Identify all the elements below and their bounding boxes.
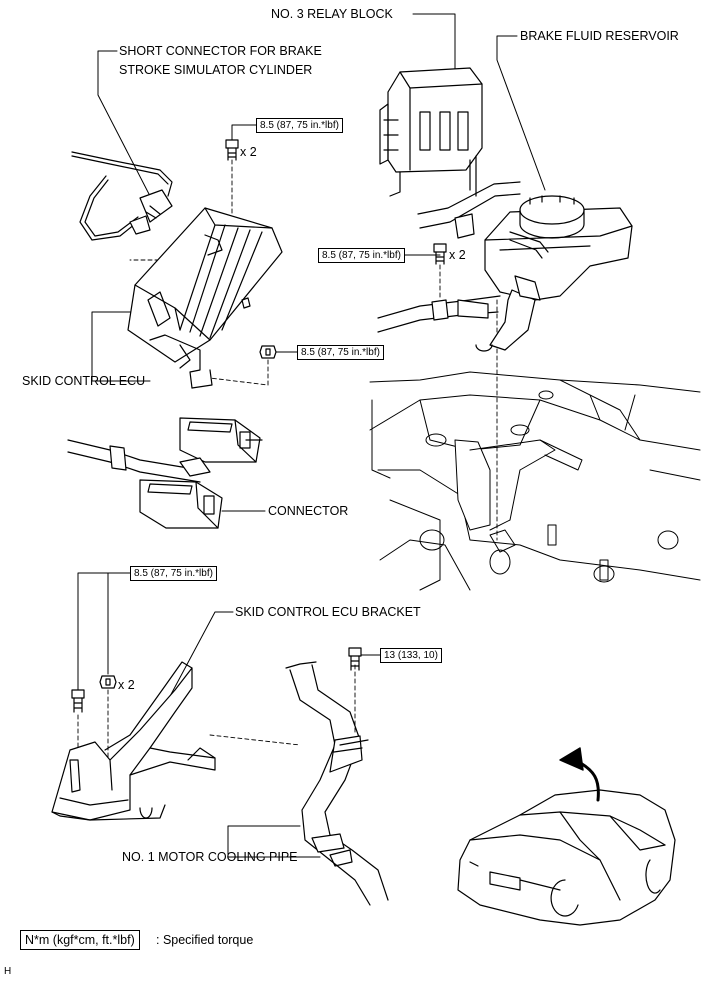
- reservoir-bolt-drawing: [433, 243, 447, 265]
- brake-fluid-reservoir-drawing: [484, 195, 633, 301]
- legend-description: : Specified torque: [156, 933, 254, 947]
- legend-unit-box: N*m (kgf*cm, ft.*lbf): [20, 930, 140, 950]
- skid-control-ecu-label: SKID CONTROL ECU: [22, 374, 146, 388]
- brake-fluid-reservoir-label: BRAKE FLUID RESERVOIR: [520, 29, 679, 43]
- skid-control-ecu-drawing: [127, 207, 283, 389]
- cooling-pipe-bolt-drawing: [348, 647, 362, 671]
- bracket-nut-drawing: [99, 675, 117, 689]
- torque-spec-cooling-pipe-bolt: 13 (133, 10): [380, 648, 442, 663]
- ecu-bracket-drawing: [51, 661, 216, 821]
- motor-cooling-pipe-drawing: [285, 661, 389, 906]
- connector-label: CONNECTOR: [268, 504, 349, 518]
- vehicle-location-icon: [457, 789, 676, 926]
- motor-cooling-pipe-label: NO. 1 MOTOR COOLING PIPE: [122, 850, 298, 864]
- quantity-bracket-nut: x 2: [118, 678, 135, 692]
- orientation-arrow-icon: [559, 747, 600, 802]
- reservoir-hoses: [377, 181, 549, 352]
- relay-block-label: NO. 3 RELAY BLOCK: [271, 7, 393, 21]
- torque-spec-bracket-bolts: 8.5 (87, 75 in.*lbf): [130, 566, 217, 581]
- ecu-top-bolt-drawing: [225, 139, 239, 161]
- corner-mark: H: [4, 966, 12, 977]
- connector-drawing: [67, 417, 263, 529]
- torque-spec-ecu-top-bolt: 8.5 (87, 75 in.*lbf): [256, 118, 343, 133]
- short-connector-label-line1: SHORT CONNECTOR FOR BRAKE: [119, 44, 322, 58]
- quantity-ecu-top-bolt: x 2: [240, 145, 257, 159]
- bracket-bolt-drawing: [71, 689, 85, 713]
- short-connector-label-line2: STROKE SIMULATOR CYLINDER: [119, 63, 313, 77]
- short-connector-harness: [71, 151, 173, 241]
- ecu-side-nut-drawing: [259, 345, 277, 359]
- quantity-reservoir-bolt: x 2: [449, 248, 466, 262]
- torque-spec-ecu-side-nut: 8.5 (87, 75 in.*lbf): [297, 345, 384, 360]
- relay-block-drawing: [379, 67, 483, 197]
- torque-spec-reservoir-bolt: 8.5 (87, 75 in.*lbf): [318, 248, 405, 263]
- vehicle-body-panel: [369, 371, 701, 591]
- skid-control-ecu-bracket-label: SKID CONTROL ECU BRACKET: [235, 605, 421, 619]
